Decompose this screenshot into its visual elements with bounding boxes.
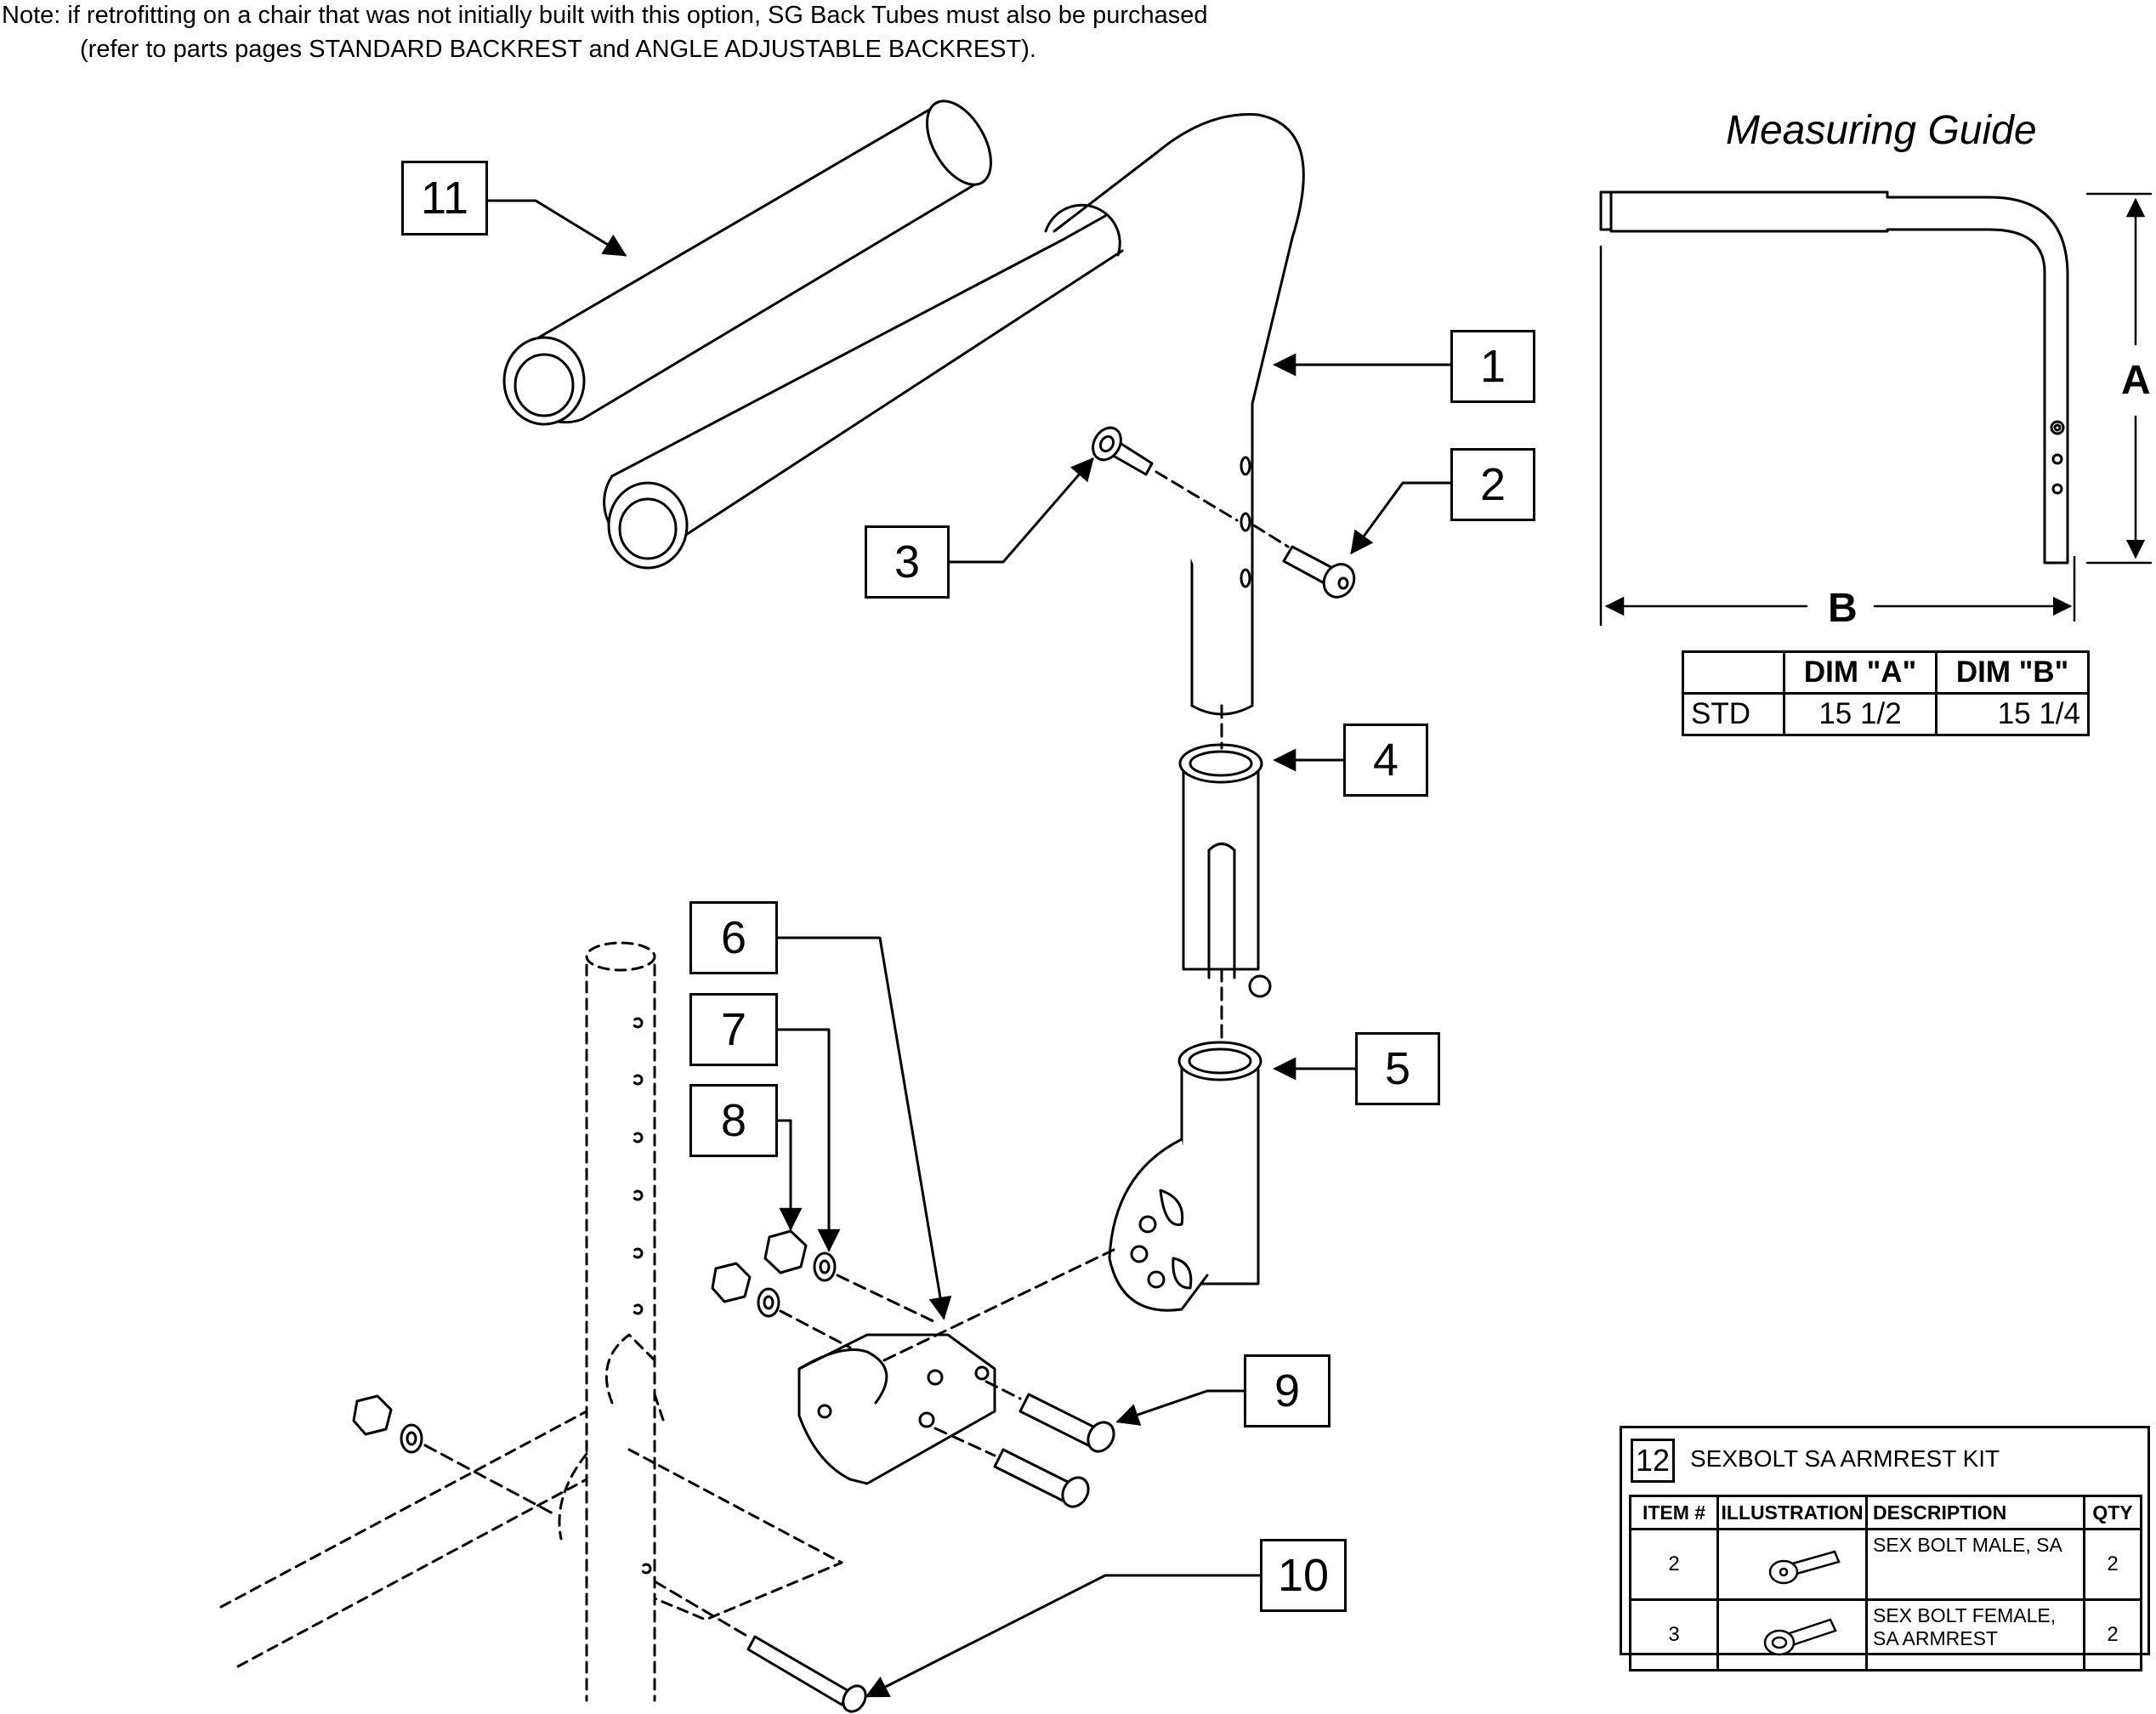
callout-2: 2 [1450, 448, 1535, 521]
kit-header-illustration: ILLUSTRATION [1716, 1495, 1868, 1530]
washer-nut-set-frame [352, 1394, 423, 1454]
kit-qty: 2 [2083, 1528, 2142, 1601]
callout-10: 10 [1260, 1539, 1347, 1612]
kit-item-number: 3 [1629, 1598, 1719, 1671]
dim-header-a: DIM "A" [1783, 650, 1938, 695]
dim-b-value: 15 1/4 [1935, 692, 2090, 736]
dim-row-label: STD [1682, 692, 1785, 736]
callout-4: 4 [1343, 724, 1428, 797]
receiver-insert-part-4 [1178, 743, 1272, 998]
male-sex-bolt-part-2 [1282, 545, 1356, 599]
kit-header-description: DESCRIPTION [1865, 1495, 2085, 1530]
retrofit-note-line2: (refer to parts pages STANDARD BACKREST … [80, 36, 1036, 63]
long-screw-part-10 [746, 1635, 867, 1713]
kit-number: 12 [1631, 1439, 1675, 1483]
washer-nut-set-upper [763, 1229, 837, 1282]
kit-illustration-cell [1716, 1598, 1868, 1671]
kit-table: ITEM # ILLUSTRATION DESCRIPTION QTY 2 SE… [1629, 1495, 2142, 1671]
male-sex-bolt-icon [1768, 1549, 1841, 1584]
kit-description: SEX BOLT MALE, SA [1865, 1528, 2085, 1601]
kit-item-number: 2 [1629, 1528, 1719, 1601]
leader-lines [486, 199, 1452, 1698]
armrest-tube-part-1 [603, 113, 1305, 716]
callout-8: 8 [689, 1084, 778, 1157]
dim-a-value: 15 1/2 [1783, 692, 1938, 736]
callout-5: 5 [1355, 1032, 1440, 1105]
sexbolt-kit-box: 12 SEXBOLT SA ARMREST KIT ITEM # ILLUSTR… [1620, 1426, 2150, 1671]
dimension-table: DIM "A" DIM "B" STD 15 1/2 15 1/4 [1682, 650, 2090, 736]
callout-3: 3 [865, 525, 950, 599]
callout-6: 6 [689, 901, 778, 974]
kit-header-qty: QTY [2083, 1495, 2142, 1530]
wheelchair-frame [219, 941, 843, 1702]
callout-1: 1 [1450, 330, 1535, 403]
kit-title: SEXBOLT SA ARMREST KIT [1690, 1445, 2000, 1472]
grip-part-11 [502, 99, 992, 426]
kit-header-item: ITEM # [1629, 1495, 1719, 1530]
kit-illustration-cell [1716, 1528, 1868, 1601]
female-sex-bolt-part-3 [1092, 426, 1154, 476]
kit-row: 2 SEX BOLT MALE, SA 2 [1629, 1528, 2142, 1601]
measuring-guide-title: Measuring Guide [1726, 108, 2037, 153]
screw-part-9 [993, 1393, 1115, 1508]
dim-header-blank [1682, 650, 1785, 695]
measuring-guide-tube [1599, 190, 2069, 565]
retrofit-note-line1: Note: if retrofitting on a chair that wa… [2, 2, 1208, 29]
callout-11: 11 [401, 161, 488, 236]
female-sex-bolt-icon [1763, 1617, 1837, 1655]
receiver-plate-part-5 [1108, 1041, 1262, 1312]
kit-row: 3 SEX BOLT FEMALE, SA ARMREST 2 [1629, 1598, 2142, 1671]
clamp-part-6 [797, 1333, 996, 1485]
kit-description: SEX BOLT FEMALE, SA ARMREST [1865, 1598, 2085, 1671]
callout-7: 7 [689, 993, 778, 1066]
dimension-lines [1599, 192, 2153, 627]
dimension-b-label: B [1828, 585, 1858, 632]
dim-header-b: DIM "B" [1935, 650, 2090, 695]
dimension-a-label: A [2121, 357, 2151, 404]
washer-nut-set-lower [711, 1262, 780, 1318]
callout-9: 9 [1244, 1354, 1330, 1427]
kit-qty: 2 [2083, 1598, 2142, 1671]
